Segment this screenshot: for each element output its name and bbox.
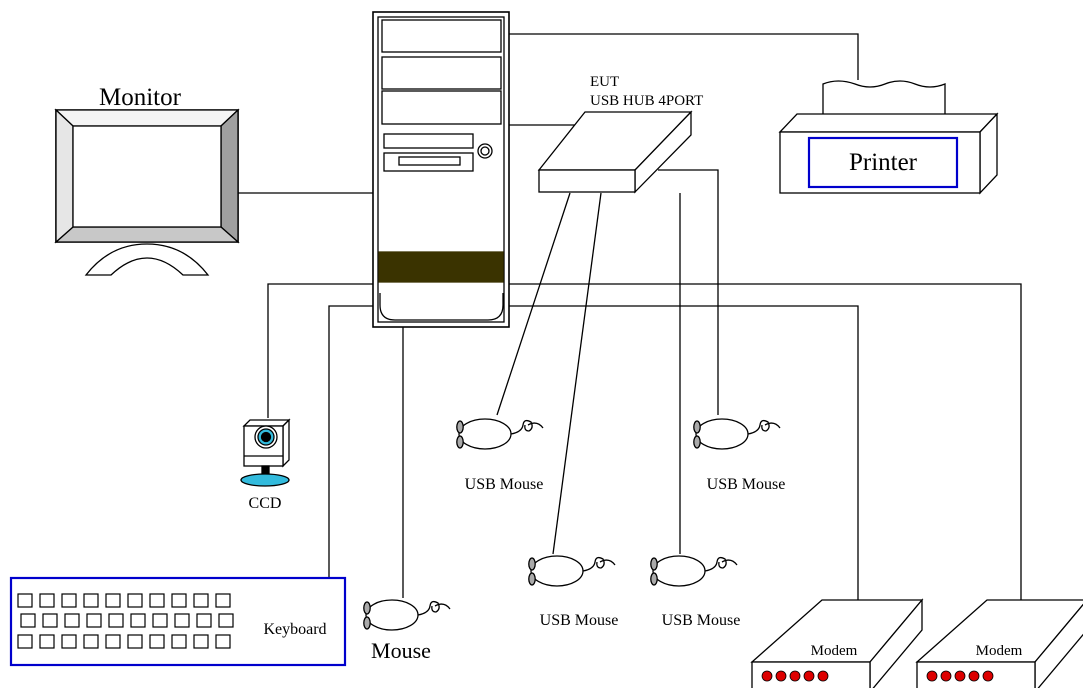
keyboard-key — [86, 613, 102, 628]
keyboard-key — [61, 593, 77, 608]
cable-usb-mouse-3 — [552, 192, 602, 555]
keyboard-key — [196, 613, 212, 628]
usb-mouse-3-icon — [528, 555, 616, 587]
keyboard-key — [83, 634, 99, 649]
modem-2-label: Modem — [976, 643, 1023, 659]
monitor-label: Monitor — [99, 84, 182, 111]
keyboard-key — [105, 634, 121, 649]
keyboard-key — [61, 634, 77, 649]
monitor — [54, 108, 240, 276]
cable-usb-mouse-1 — [496, 192, 571, 416]
ccd-camera — [240, 418, 291, 487]
keyboard-key — [42, 613, 58, 628]
keyboard-key — [174, 613, 190, 628]
keyboard-key — [39, 634, 55, 649]
modem-1 — [750, 598, 924, 688]
keyboard-key — [193, 634, 209, 649]
eut-label: EUT — [590, 74, 619, 90]
keyboard-key — [215, 593, 231, 608]
usb-mouse-2-label: USB Mouse — [707, 476, 786, 493]
usb-mouse-2-icon — [693, 418, 781, 450]
keyboard-key — [193, 593, 209, 608]
keyboard-key — [20, 613, 36, 628]
cable-modem-2 — [509, 283, 1022, 600]
keyboard-key — [130, 613, 146, 628]
drive-band — [378, 251, 504, 283]
usb-mouse-1-icon — [456, 418, 544, 450]
modem-2 — [915, 599, 1083, 688]
keyboard-key — [152, 613, 168, 628]
usb-mouse-1-label: USB Mouse — [465, 476, 544, 493]
cables — [238, 33, 1022, 600]
keyboard-key — [105, 593, 121, 608]
usb-mouse-4-icon — [650, 555, 738, 587]
keyboard-key — [17, 634, 33, 649]
keyboard-key — [215, 634, 231, 649]
keyboard-key — [149, 593, 165, 608]
usb-hub — [537, 110, 693, 194]
cable-keyboard — [328, 305, 373, 578]
key-rows — [17, 593, 234, 649]
keyboard-key — [171, 593, 187, 608]
cable-ccd — [267, 283, 373, 418]
keyboard-label: Keyboard — [263, 621, 326, 638]
keyboard-key — [64, 613, 80, 628]
mouse-label: Mouse — [371, 638, 431, 663]
usb-mouse-3-label: USB Mouse — [540, 612, 619, 629]
keyboard-key — [171, 634, 187, 649]
keyboard-key — [218, 613, 234, 628]
keyboard-key — [127, 634, 143, 649]
keyboard-key — [39, 593, 55, 608]
keyboard-key — [17, 593, 33, 608]
modem-1-label: Modem — [811, 643, 858, 659]
cable-modem-1 — [509, 305, 859, 600]
printer — [778, 80, 999, 195]
keyboard — [9, 576, 347, 667]
mouse-icon — [363, 599, 451, 631]
keyboard-key — [127, 593, 143, 608]
hub-label: USB HUB 4PORT — [590, 93, 703, 109]
usb-mouse-4-label: USB Mouse — [662, 612, 741, 629]
cable-printer — [509, 33, 859, 80]
printer-label: Printer — [849, 149, 918, 176]
keyboard-key — [83, 593, 99, 608]
keyboard-key — [108, 613, 124, 628]
ccd-label: CCD — [249, 495, 282, 512]
keyboard-key — [149, 634, 165, 649]
cable-usb-mouse-2 — [658, 169, 719, 415]
pc-tower — [372, 11, 510, 328]
